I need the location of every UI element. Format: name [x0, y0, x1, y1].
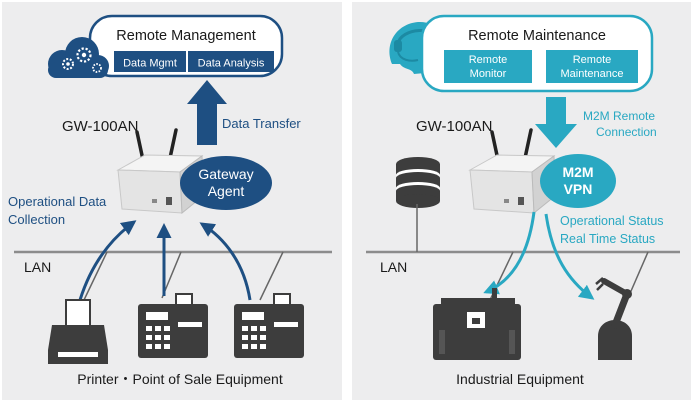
collection-arrow-pos2: [199, 222, 252, 301]
pos-terminal-icon-2: [234, 293, 304, 358]
status-arrow-robot: [544, 213, 595, 300]
data-transfer-label: Data Transfer: [222, 116, 301, 131]
remote-monitor-line1: Remote: [469, 54, 508, 66]
remote-management-title: Remote Management: [116, 28, 255, 44]
m2m-vpn-line2: VPN: [564, 181, 593, 197]
robot-arm-icon: [595, 277, 632, 360]
remote-management-cloud: Remote Management Data Mgmt Data Analysi…: [88, 14, 284, 78]
lan-label-left: LAN: [24, 259, 51, 275]
lan-label-right: LAN: [380, 259, 407, 275]
remote-maintenance-cloud: Remote Maintenance Remote Monitor Remote…: [420, 14, 654, 93]
remote-monitor-line2: Monitor: [470, 68, 507, 80]
gateway-name-right: GW-100AN: [416, 118, 492, 135]
m2m-connection-line1: M2M Remote: [583, 109, 655, 123]
collection-arrow-printer: [78, 220, 137, 301]
data-mgmt-label: Data Mgmt: [123, 58, 177, 70]
m2m-vpn-line1: M2M: [562, 164, 593, 180]
pos-terminal-icon: [138, 293, 208, 358]
operational-data-line1: Operational Data: [8, 194, 107, 209]
server-database-icon: [396, 157, 440, 208]
gateway-name-left: GW-100AN: [62, 118, 138, 135]
remote-maintenance-line1: Remote: [573, 54, 612, 66]
footer-left: Printer・Point of Sale Equipment: [77, 371, 283, 387]
m2m-connection-arrow: [535, 97, 577, 148]
industrial-machine-icon: [433, 288, 521, 360]
operational-data-line2: Collection: [8, 212, 65, 227]
data-transfer-arrow: [187, 80, 227, 145]
footer-right: Industrial Equipment: [456, 371, 584, 387]
operational-status-label: Operational Status: [560, 214, 664, 228]
m2m-connection-line2: Connection: [596, 125, 657, 139]
gateway-agent-line2: Agent: [208, 183, 245, 199]
real-time-status-label: Real Time Status: [560, 232, 655, 246]
gateway-agent-line1: Gateway: [198, 166, 253, 182]
printer-icon: [48, 299, 108, 364]
remote-maintenance-line2: Maintenance: [561, 68, 624, 80]
gateway-router-icon-right: [468, 128, 556, 215]
data-analysis-label: Data Analysis: [198, 58, 265, 70]
remote-maintenance-title: Remote Maintenance: [468, 28, 606, 44]
gears-cloud-icon: [48, 37, 109, 78]
